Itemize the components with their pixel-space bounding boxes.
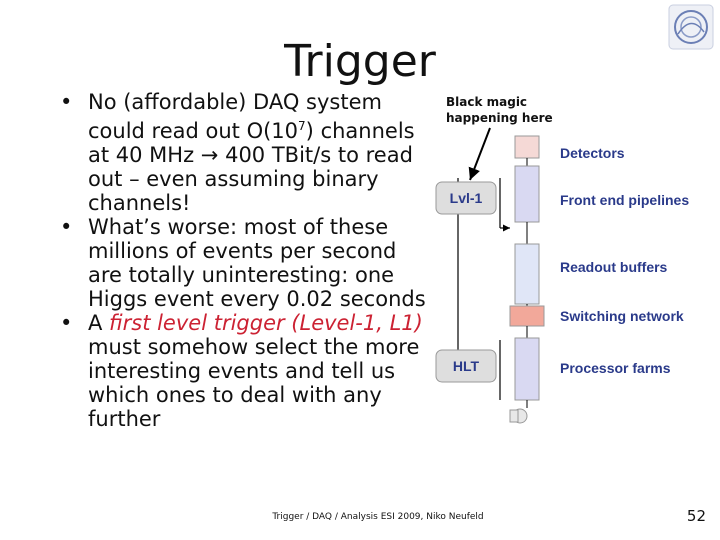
pipelines-box xyxy=(514,165,540,223)
lvl1-label: Lvl-1 xyxy=(450,190,483,206)
detectors-box xyxy=(514,135,540,159)
arrow-icon: → xyxy=(200,143,219,167)
cern-logo-icon xyxy=(668,4,714,50)
bullet-list: • No (affordable) DAQ system could read … xyxy=(60,90,432,431)
bullet-item: • A first level trigger (Level-1, L1) mu… xyxy=(60,311,423,431)
processor-farms-box xyxy=(514,337,540,401)
bullet-marker: • xyxy=(60,90,73,114)
diagram-annotation: Black magic happening here xyxy=(446,95,553,125)
switching-network-box xyxy=(509,305,545,327)
stage-label-detectors: Detectors xyxy=(560,145,625,161)
stage-label-farms: Processor farms xyxy=(560,360,671,376)
stage-label-readout: Readout buffers xyxy=(560,259,668,275)
footer-text: Trigger / DAQ / Analysis ESI 2009, Niko … xyxy=(272,512,484,522)
page-number: 52 xyxy=(686,507,706,525)
lvl1-box xyxy=(435,181,497,215)
highlight-text: first level trigger (Level-1, L1) xyxy=(109,311,423,335)
stage-label-pipelines: Front end pipelines xyxy=(560,192,689,208)
hlt-box xyxy=(435,349,497,383)
annotation-arrow xyxy=(468,127,491,181)
bullet-marker: • xyxy=(60,215,73,239)
hlt-label: HLT xyxy=(453,358,480,374)
bullet-item: • No (affordable) DAQ system could read … xyxy=(60,90,415,215)
readout-buffers-box xyxy=(514,243,540,305)
bullet-marker: • xyxy=(60,311,73,335)
slide-title: Trigger xyxy=(284,36,436,87)
bullet-item: • What’s worse: most of these millions o… xyxy=(60,215,426,311)
stage-label-switching: Switching network xyxy=(560,308,684,324)
